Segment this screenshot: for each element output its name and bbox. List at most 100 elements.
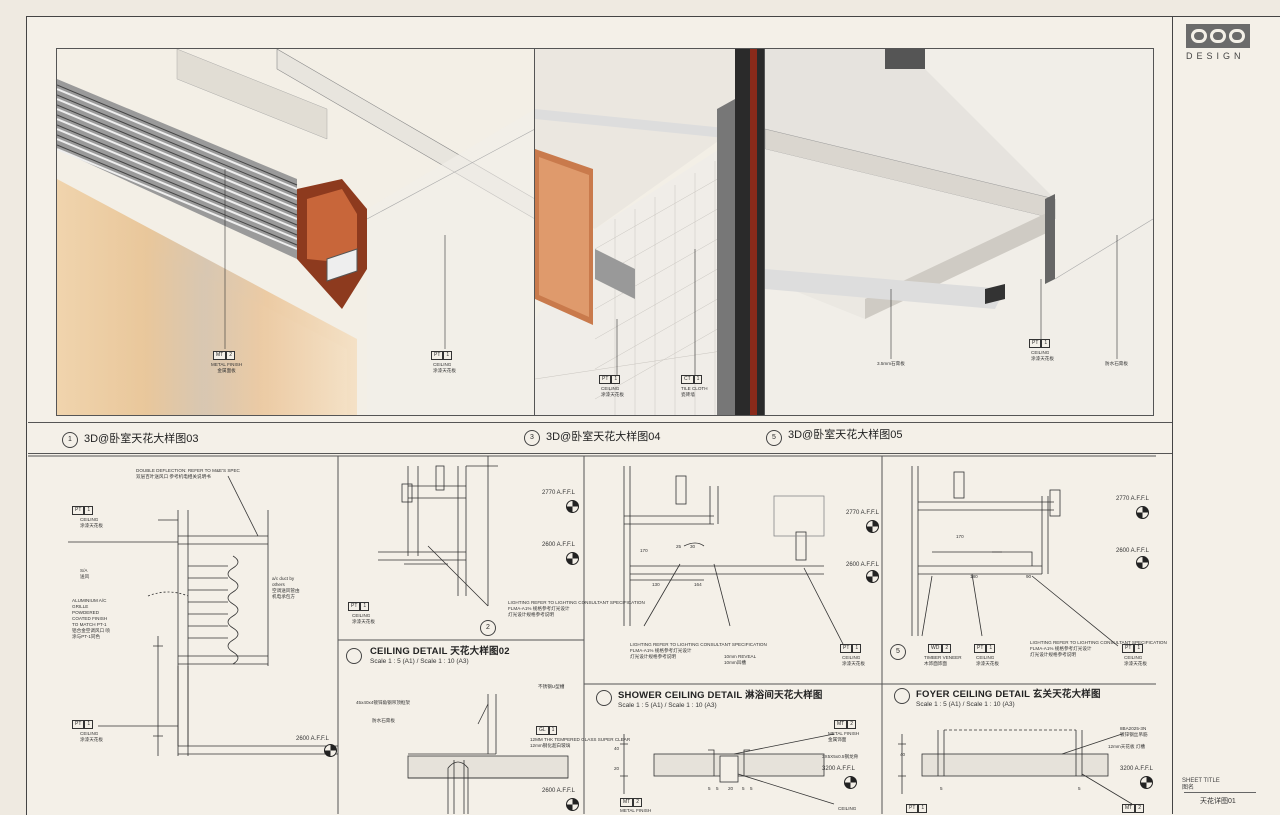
brb-mt-num: 2 — [1135, 804, 1145, 813]
bra-dim-5b: 5 — [716, 786, 719, 791]
foyer-wd-num: 2 — [942, 644, 952, 653]
title-block — [1172, 16, 1280, 814]
p4-code: PT — [1029, 339, 1042, 348]
shower-level-mid-marker — [866, 570, 879, 583]
ceiling02-level-top-marker — [566, 500, 579, 513]
brb-dim-40: 40 — [900, 752, 906, 757]
shower-scale: Scale 1 : 5 (A1) / Scale 1 : 10 (A3) — [618, 702, 717, 709]
foyer-pt-code: PT — [974, 644, 987, 653]
bra-dim-40: 40 — [614, 746, 620, 751]
brb-mt-code: MT — [1122, 804, 1136, 813]
foyer-level-mid-marker — [1136, 556, 1149, 569]
foyer-dim-170: 170 — [956, 534, 964, 539]
view-number-3: 3 — [524, 430, 540, 446]
p6-note: 防水石膏板 — [1105, 361, 1128, 366]
left-level-marker — [324, 744, 337, 757]
left-pt-top-code: PT — [72, 506, 85, 515]
bra-level-marker — [844, 776, 857, 789]
foyer-drawing — [911, 466, 1119, 647]
shower-dim-170: 170 — [640, 548, 648, 553]
ceiling02-pt-num: 1 — [360, 602, 370, 611]
p4-num: 1 — [1041, 339, 1051, 348]
view-number-5: 5 — [766, 430, 782, 446]
shower-light-note: LIGHTING REFER TO LIGHTING CONSULTANT SP… — [630, 642, 767, 659]
shower-title: SHOWER CEILING DETAIL 淋浴间天花大样图 — [618, 690, 823, 701]
shower-level-mid: 2600 A.F.F.L — [846, 562, 880, 568]
shower-num — [596, 690, 612, 706]
ceiling02-pt-code: PT — [348, 602, 361, 611]
bottom-mid-note3: 不锈钢U型槽 — [538, 684, 565, 689]
bottom-mid-gl-code: GL — [536, 726, 549, 735]
logo-mark — [1186, 24, 1250, 48]
left-pt-bottom-code: PT — [72, 720, 85, 729]
ceiling02-level-mid: 2600 A.F.F.L — [542, 542, 576, 548]
shower-level-top: 2770 A.F.F.L — [846, 510, 880, 516]
shower-drawing — [623, 466, 845, 647]
mt2-num: 2 — [226, 351, 236, 360]
company-logo: DESIGN — [1186, 24, 1252, 64]
bottom-mid-gl-num: 1 — [548, 726, 558, 735]
bra-dim-5c: 5 — [742, 786, 745, 791]
ct1-code: CT — [681, 375, 694, 384]
left-aluminum-note: ALUMINIUM A/C GRILLE POWDERED COATED FIN… — [72, 598, 111, 639]
p5-note: 3.5mm石膏板 — [877, 361, 905, 366]
pt1-code: PT — [431, 351, 444, 360]
brb-dim-5b: 5 — [1078, 786, 1081, 791]
foyer-level-top-marker — [1136, 506, 1149, 519]
mt2-code: MT — [213, 351, 227, 360]
bra-mt2-num: 2 — [633, 798, 643, 807]
shower-dim-25: 25 — [676, 544, 682, 549]
shower-pt-code: PT — [840, 644, 853, 653]
brb-note2: 12mm天花板 灯槽 — [1108, 744, 1146, 749]
sheet-title: 天花详图01 — [1200, 798, 1236, 805]
foyer-pt-num: 1 — [986, 644, 996, 653]
brb-dim-5a: 5 — [940, 786, 943, 791]
ceiling02-drawing — [378, 456, 498, 607]
shower-dim-30: 30 — [690, 544, 696, 549]
foyer-scale: Scale 1 : 5 (A1) / Scale 1 : 10 (A3) — [916, 701, 1015, 708]
view-title-05: 3D@卧室天花大样图05 — [788, 429, 903, 441]
ceiling02-scale: Scale 1 : 5 (A1) / Scale 1 : 10 (A3) — [370, 658, 469, 665]
foyer-num — [894, 688, 910, 704]
p3-code: PT — [599, 375, 612, 384]
view-number-1: 1 — [62, 432, 78, 448]
ceiling02-level-mid-marker — [566, 552, 579, 565]
render-04-illustration — [535, 49, 765, 415]
bra-dim-5a: 5 — [708, 786, 711, 791]
bottom-mid-note2: 防水石膏板 — [372, 718, 395, 723]
ceiling02-light-note: LIGHTING REFER TO LIGHTING CONSULTANT SP… — [508, 600, 645, 617]
bra-dim-20b: 20 — [728, 786, 734, 791]
brb-level: 3200 A.F.F.L — [1120, 766, 1154, 772]
shower-dim-130: 130 — [652, 582, 660, 587]
bottom-mid-level: 2600 A.F.F.L — [542, 788, 576, 794]
ceiling02-title: CEILING DETAIL 天花大样图02 — [370, 646, 510, 657]
ct1-num: 1 — [693, 375, 703, 384]
foyer-title: FOYER CEILING DETAIL 玄关天花大样图 — [916, 689, 1101, 700]
foyer-pt2-num: 1 — [1134, 644, 1144, 653]
bra-level: 3200 A.F.F.L — [822, 766, 856, 772]
left-level: 2600 A.F.F.L — [296, 736, 330, 742]
bottom-right-b-drawing — [898, 729, 1133, 805]
foyer-level-mid: 2600 A.F.F.L — [1116, 548, 1150, 554]
view-title-03: 3D@卧室天花大样图03 — [84, 433, 199, 445]
